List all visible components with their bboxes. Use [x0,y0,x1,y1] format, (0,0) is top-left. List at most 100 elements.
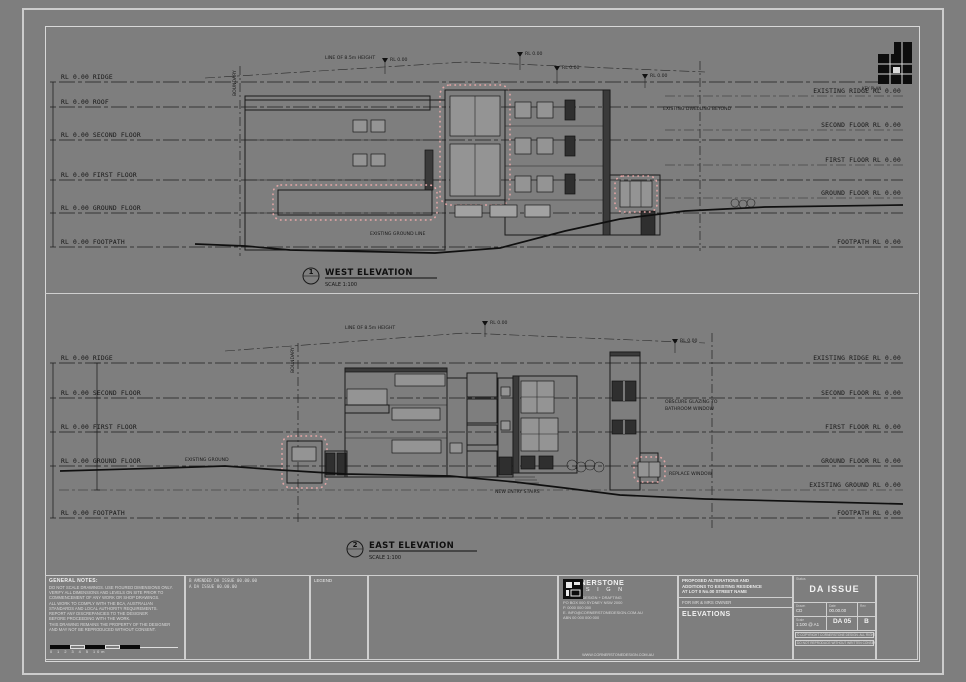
issue-cell: Status DA ISSUE Drawn CD Date 00.00.00 R… [793,575,876,660]
designer-detail: ABN 00 000 000 000 [563,615,600,621]
scale-bar-line [140,646,178,648]
glazing-label-1: OBSCURE GLAZING TO [665,399,718,405]
marker-label: RL 0.00 [490,320,508,326]
stairs-label: NEW ENTRY STAIRS [495,489,540,495]
scale-bar-segment [50,645,70,649]
level-label: RL 0.00 FOOTPATH [61,239,125,246]
dimension-lines-bottom [50,362,100,519]
designer-detail: BUILDING DESIGN + DRAFTING [563,594,622,600]
level-label: RL 0.00 FOOTPATH [61,510,125,517]
notes-line: BEFORE PROCEEDING WITH THE WORK. [49,616,131,622]
boundary-label: BOUNDARY [232,70,238,96]
scale-label: Scale [796,618,804,622]
project-description: AT LOT 0 No.00 STREET NAME [682,589,748,595]
legend-cell: LEGEND [310,575,368,660]
ground-line-bottom: EXISTING GROUND NEW ENTRY STAIRS OBSCURE… [59,399,904,505]
elevation-title: WEST ELEVATION [325,268,413,278]
general-notes-cell: GENERAL NOTES: DO NOT SCALE DRAWINGS. US… [45,575,185,660]
level-markers-bottom: RL 0.00 RL 0.00 [482,320,698,353]
marker-label: RL 0.00 [650,73,668,79]
elevation-scale: SCALE 1:100 [325,282,357,288]
status-label: Status [796,577,806,581]
marker-label: RL 0.00 [390,57,408,63]
scale-bar-segment [105,645,120,649]
cornerstone-logo-icon [563,579,583,599]
sheet-outer-border [22,8,944,675]
level-label: FIRST FLOOR RL 0.00 [825,424,901,431]
designer-detail: P. 0000 000 000 [563,605,592,611]
level-label: RL 0.00 RIDGE [61,355,113,362]
notes-line: STANDARDS AND LOCAL AUTHORITY REQUIREMEN… [49,605,158,611]
revisions-cell: B AMENDED DA ISSUE 00.00.00 A DA ISSUE 0… [185,575,310,660]
height-line-bottom: LINE OF 8.5m HEIGHT [224,325,706,352]
scale-value: 1:100 @ A1 [796,622,820,627]
glazing-label-2: BATHROOM WINDOW [665,406,715,412]
copyright-line: © COPYRIGHT CORNERSTONE DESIGN. ALL RIGH… [795,632,876,638]
notes-line: ALL WORK TO COMPLY WITH THE BCA, AUSTRAL… [49,600,153,606]
level-label: SECOND FLOOR RL 0.00 [821,122,901,129]
level-label: RL 0.00 ROOF [61,99,109,106]
notes-line: COMMENCEMENT OF ANY WORK OR SHOP DRAWING… [49,595,160,601]
level-markers-top: RL 0.00 RL 0.00 RL 0.00 RL 0.00 [382,51,668,88]
level-label: FOOTPATH RL 0.00 [837,510,901,517]
elevation-scale: SCALE 1:100 [369,555,401,561]
key-plan: KEY PLAN [862,42,912,91]
level-label: FOOTPATH RL 0.00 [837,239,901,246]
building-west-elevation [244,84,661,251]
level-label: EXISTING RIDGE RL 0.00 [813,355,901,362]
designer-subname: D E S I G N [563,586,626,593]
scale-bar-segment [85,645,105,649]
ground-line-label: EXISTING GROUND LINE [370,231,425,237]
level-label: RL 0.00 FIRST FLOOR [61,424,137,431]
designer-website: WWW.CORNERSTONEDESIGN.COM.AU [582,653,654,657]
project-cell: PROPOSED ALTERATIONS AND ADDITIONS TO EX… [678,575,793,660]
margin-cell [876,575,918,660]
boundary-lines-top: BOUNDARY [232,61,701,256]
level-labels-left-top: RL 0.00 RIDGE RL 0.00 ROOF RL 0.00 SECON… [61,74,141,246]
scale-bar-segment [120,645,140,649]
notes-line: REPORT ANY DISCREPANCIES TO THE DESIGNER [49,611,148,617]
notes-line: THIS DRAWING REMAINS THE PROPERTY OF THE… [49,621,171,627]
boundary-lines-bottom: BOUNDARY [290,333,713,528]
level-label: RL 0.00 RIDGE [61,74,113,81]
east-elevation-drawing: RL 0.00 RIDGE RL 0.00 SECOND FLOOR RL 0.… [50,320,904,561]
revision-row: A DA ISSUE 00.00.00 [189,584,237,590]
copyright-line: DO NOT REPRODUCE WITHOUT WRITTEN CONSENT… [795,640,876,646]
level-label: EXISTING GROUND RL 0.00 [809,482,901,489]
height-line-label: LINE OF 8.5m HEIGHT [325,55,375,61]
project-description: PROPOSED ALTERATIONS AND [682,578,750,583]
drawing-title: ELEVATIONS [682,611,731,619]
level-label: RL 0.00 GROUND FLOOR [61,458,141,465]
level-label: SECOND FLOOR RL 0.00 [821,390,901,397]
level-label: FIRST FLOOR RL 0.00 [825,157,901,164]
beyond-label: EXISTING DWELLING BEYOND [663,106,732,112]
designer-logo-cell: CORNERSTONE D E S I G N BUILDING DESIGN … [558,575,678,660]
level-labels-right-bottom: EXISTING RIDGE RL 0.00 SECOND FLOOR RL 0… [809,355,901,517]
marker-label: RL 0.00 [680,338,698,344]
drawn-value: CD [796,608,803,613]
level-label: GROUND FLOOR RL 0.00 [821,190,901,197]
notes-line: DO NOT SCALE DRAWINGS. USE FIGURED DIMEN… [49,585,173,590]
spare-cell [368,575,558,660]
designer-detail: PO BOX 000 SYDNEY NSW 2000 [563,600,623,605]
west-elevation-title: 1 WEST ELEVATION SCALE 1:100 [302,267,437,288]
height-line-top: LINE OF 8.5m HEIGHT [204,55,706,79]
title-block: GENERAL NOTES: DO NOT SCALE DRAWINGS. US… [45,575,918,660]
panel-divider [45,293,918,294]
detail-number: 2 [353,541,358,549]
level-labels-right-top: EXISTING RIDGE RL 0.00 SECOND FLOOR RL 0… [813,88,901,246]
east-elevation-title: 2 EAST ELEVATION SCALE 1:100 [346,540,477,561]
level-labels-left-bottom: RL 0.00 RIDGE RL 0.00 SECOND FLOOR RL 0.… [61,355,141,517]
level-label: RL 0.00 FIRST FLOOR [61,172,137,179]
height-line-label: LINE OF 8.5m HEIGHT [345,325,395,331]
detail-number: 1 [309,268,314,276]
window-label: REPLACE WINDOW [669,471,713,477]
revision-value: B [864,618,869,625]
key-plan-caption: KEY PLAN [862,86,881,91]
boundary-label: BOUNDARY [290,347,296,373]
scale-bar-segment [70,645,85,649]
marker-label: RL 0.00 [562,65,580,71]
legend-header: LEGEND [314,578,333,583]
existing-ground-label: EXISTING GROUND [185,457,229,463]
